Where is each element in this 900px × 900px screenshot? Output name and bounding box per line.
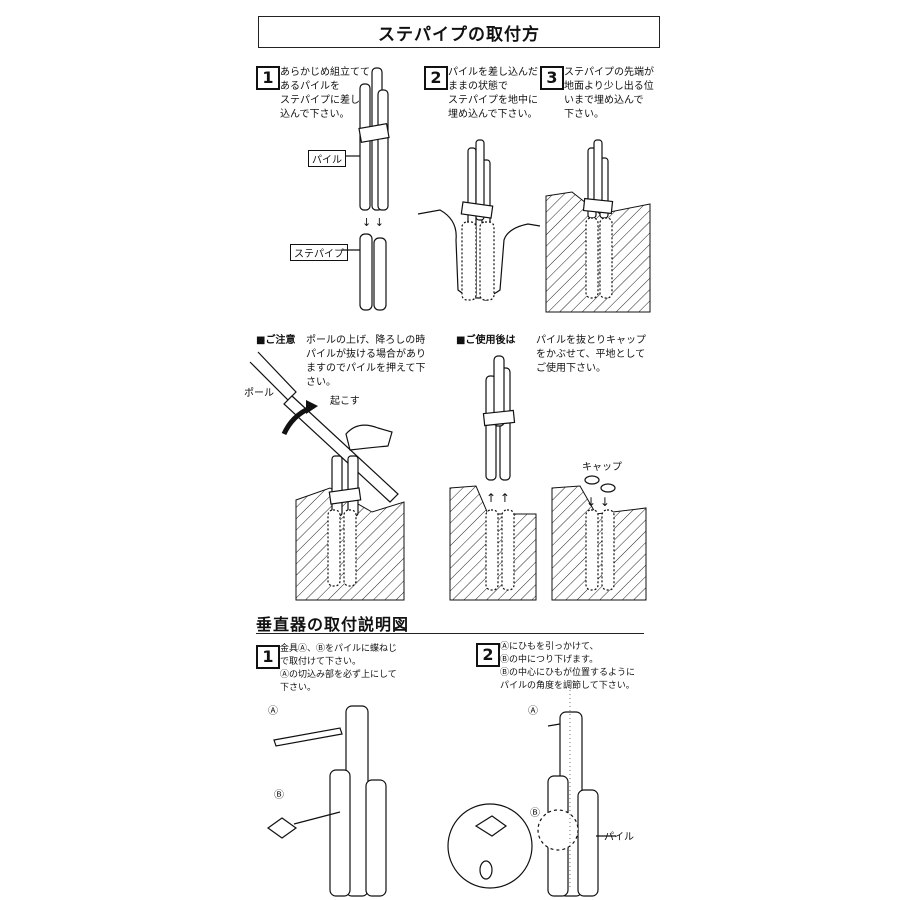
step-1-number: 1	[256, 66, 280, 90]
svg-text:↓ ↓: ↓ ↓	[362, 216, 384, 229]
pole-label: ポール	[244, 388, 274, 399]
mark-a-label-1: Ⓐ	[268, 706, 278, 717]
pile-label-2: パイル	[604, 832, 634, 843]
step-2-text: パイルを差し込んだ ままの状態で ステパイプを地中に 埋め込んで下さい。	[448, 67, 538, 120]
page-title: ステパイプの取付方	[258, 16, 660, 48]
stepipe-label: ステパイプ	[290, 244, 348, 261]
section2-title: 垂直器の取付説明図	[256, 615, 410, 634]
svg-text:↑ ↑: ↑ ↑	[486, 491, 510, 505]
pile-label: パイル	[308, 150, 346, 167]
mark-b-label-2: Ⓑ	[530, 808, 540, 819]
step-2-number: 2	[424, 66, 448, 90]
after-use-text: パイルを抜とりキャップ をかぶせて、平地として ご使用下さい。	[536, 335, 646, 374]
mark-b-label-1: Ⓑ	[274, 790, 284, 801]
caution-text: ポールの上げ、降ろしの時 パイルが抜ける場合があり ますのでパイルを押えて下 さ…	[306, 335, 426, 388]
cap-label: キャップ	[582, 462, 622, 473]
s2-step-1-number: 1	[256, 645, 280, 669]
raise-label: 起こす	[330, 396, 360, 407]
step-3-text: ステパイプの先端が 地面より少し出る位 いまで埋め込んで 下さい。	[564, 67, 654, 120]
mark-a-label-2: Ⓐ	[528, 706, 538, 717]
s2-step-2-text: Ⓐにひもを引っかけて、 Ⓑの中につり下げます。 Ⓑの中心にひもが位置するように …	[500, 642, 636, 691]
section2-divider	[256, 633, 644, 634]
s2-step-1-text: 金具Ⓐ、Ⓑをパイルに蝶ねじ で取付けて下さい。 Ⓐの切込み部を必ず上にして 下さ…	[280, 644, 398, 693]
caution-heading: ■ご注意	[256, 335, 296, 346]
svg-text:↓ ↓: ↓ ↓	[586, 495, 610, 509]
step-1-text: あらかじめ組立てて あるパイルを ステパイプに差し 込んで下さい。	[280, 67, 370, 120]
after-use-heading: ■ご使用後は	[456, 335, 516, 346]
step-3-number: 3	[540, 66, 564, 90]
s2-step-2-number: 2	[476, 643, 500, 667]
